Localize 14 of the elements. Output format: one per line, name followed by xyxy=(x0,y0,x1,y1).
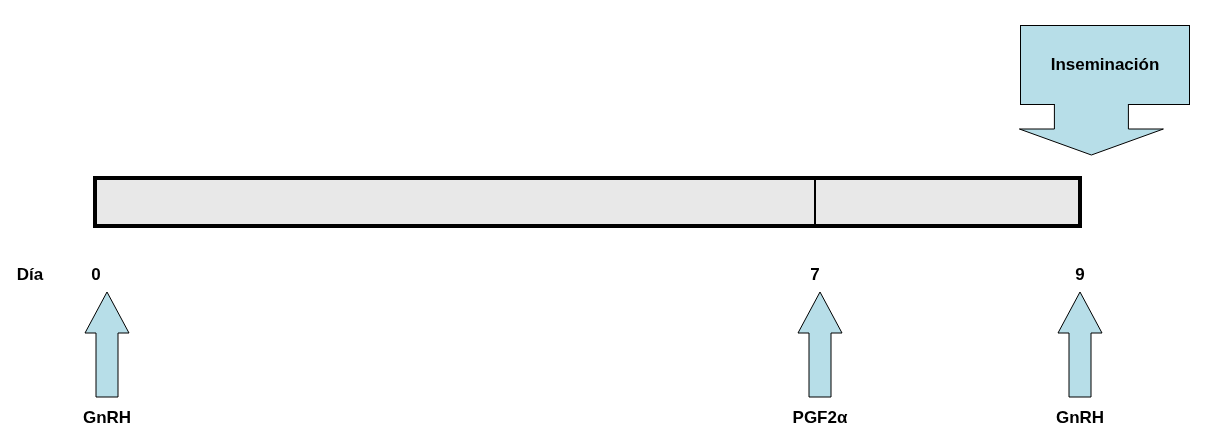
drug-label: GnRH xyxy=(1055,408,1105,428)
block-arrow xyxy=(797,291,843,398)
drug-label: PGF2α xyxy=(792,408,848,428)
tick-label: 0 xyxy=(91,265,101,285)
tick-label: 7 xyxy=(810,265,820,285)
timeline-bar xyxy=(93,176,1082,228)
block-arrow xyxy=(84,291,130,398)
block-arrow xyxy=(1018,103,1164,156)
drug-label: GnRH xyxy=(82,408,132,428)
callout-text: Inseminación xyxy=(1050,55,1160,75)
callout-box xyxy=(1020,25,1190,105)
axis-label: Día xyxy=(16,265,44,285)
tick-label: 9 xyxy=(1075,265,1085,285)
block-arrow xyxy=(1057,291,1103,398)
